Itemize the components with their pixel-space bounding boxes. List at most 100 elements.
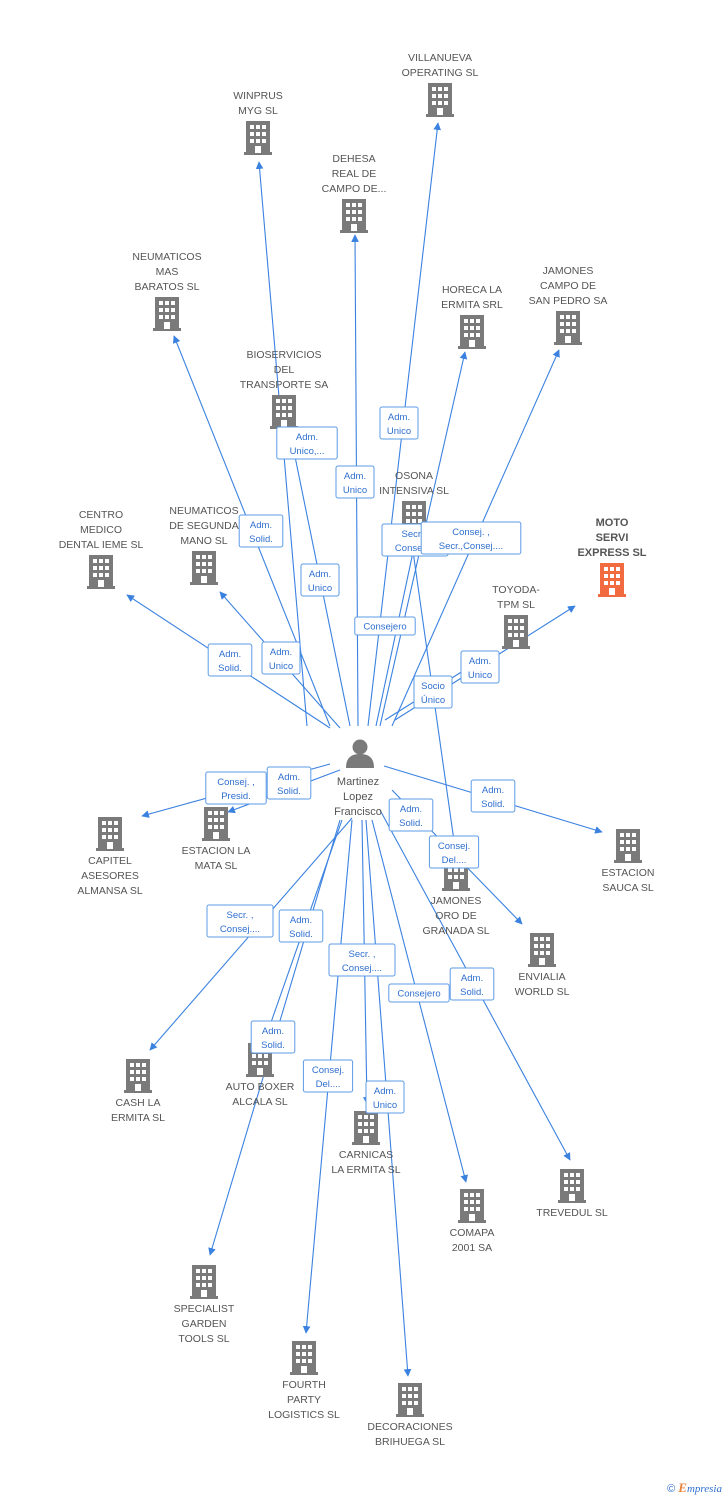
edge-label-comapa[interactable]: Consejero: [388, 983, 450, 1003]
edge-label-line: Adm.: [461, 973, 483, 984]
company-name-line: CAMPO DE: [540, 280, 596, 292]
company-name-line: LOGISTICS SL: [268, 1409, 340, 1421]
company-name-line: DEHESA: [332, 153, 375, 165]
edge-label-neumaticos-mas[interactable]: Adm.Solid.: [238, 514, 284, 548]
edge-label-line: Adm.: [219, 649, 241, 660]
edge-label-neumaticos-segunda[interactable]: Adm.Unico: [261, 641, 301, 675]
edge-label-line: Unico,...: [290, 446, 325, 457]
edge-label-carnicas[interactable]: Secr. ,Consej....: [328, 943, 396, 977]
edge-label-envialia[interactable]: Adm.Solid.: [388, 798, 434, 832]
edge-label-villanueva[interactable]: Adm.Unico: [379, 406, 419, 440]
edge-label-jamones-campo[interactable]: Consej. ,Secr.,Consej....: [420, 521, 522, 555]
edge-label-box: [428, 835, 480, 869]
edge-label-line: Adm.: [374, 1086, 396, 1097]
edge-label-box: [420, 521, 522, 555]
brand-footer[interactable]: © Empresia: [667, 1480, 722, 1496]
company-name-line: GARDEN: [182, 1318, 227, 1330]
building-icon: [502, 615, 530, 649]
edge-label-box: [261, 641, 301, 675]
building-icon: [340, 199, 368, 233]
brand-logo: Empresia: [678, 1480, 722, 1495]
company-name-line: ALCALA SL: [232, 1096, 288, 1108]
company-name-line: 2001 SA: [452, 1242, 492, 1254]
edge-label-line: Adm.: [262, 1026, 284, 1037]
company-name-line: BARATOS SL: [135, 281, 200, 293]
company-name-line: ORO DE: [435, 910, 476, 922]
edge-label-box: [207, 643, 253, 677]
center-node[interactable]: Martinez Lopez Francisco: [334, 739, 382, 819]
edge-label-jamones-oro[interactable]: Consej.Del....: [428, 835, 480, 869]
company-node-toyoda[interactable]: TOYODA-TPM SL: [492, 584, 540, 649]
edge-label-line: Consejero: [397, 989, 440, 1000]
edge-label-trevedul[interactable]: Adm.Solid.: [449, 967, 495, 1001]
company-name-line: ASESORES: [81, 870, 139, 882]
company-name-line: NEUMATICOS: [132, 251, 201, 263]
company-name-line: ALMANSA SL: [77, 885, 143, 897]
edge-label-specialist[interactable]: Adm.Solid.: [278, 909, 324, 943]
edge-label-bioservicios[interactable]: Adm.Unico: [300, 563, 340, 597]
edge-label-capitel[interactable]: Consej. ,Presid.: [205, 771, 267, 805]
edge-label-osona[interactable]: Consejero: [354, 616, 416, 636]
company-name-line: BRIHUEGA SL: [375, 1436, 445, 1448]
company-name-line: MYG SL: [238, 105, 278, 117]
edge-label-box: [266, 766, 312, 800]
edge-label-fourth-party[interactable]: Consej.Del....: [302, 1059, 354, 1093]
building-icon: [396, 1383, 424, 1417]
edge-label-dehesa[interactable]: Adm.Unico: [335, 465, 375, 499]
edge-label-line: Consejero: [363, 622, 406, 633]
company-name-line: CASH LA: [116, 1097, 161, 1109]
building-icon: [458, 1189, 486, 1223]
edge-label-decoraciones[interactable]: Adm.Unico: [365, 1080, 405, 1114]
company-name-line: MATA SL: [195, 860, 238, 872]
edge-label-estacion-sauca[interactable]: Adm.Solid.: [470, 779, 516, 813]
edge-label-estacion-mata[interactable]: Adm.Solid.: [266, 766, 312, 800]
edge-label-moto-servi[interactable]: Adm.Unico: [460, 650, 500, 684]
edge-label-centro-medico[interactable]: Adm.Solid.: [207, 643, 253, 677]
company-name-line: OSONA: [395, 470, 433, 482]
edge-label-winprus[interactable]: Adm.Unico,...: [276, 426, 338, 460]
person-name-line-2: Lopez: [343, 791, 373, 803]
edge-label-line: Consej....: [220, 924, 260, 935]
edge-label-line: Adm.: [388, 412, 410, 423]
edge-label-auto-boxer[interactable]: Adm.Solid.: [250, 1020, 296, 1054]
company-name-line: BIOSERVICIOS: [246, 349, 321, 361]
edge-label-box: [413, 675, 453, 709]
company-node-trevedul[interactable]: TREVEDUL SL: [536, 1169, 608, 1219]
building-icon: [458, 315, 486, 349]
edge-label-line: Unico: [308, 583, 332, 594]
edge-label-cash-ermita[interactable]: Secr. ,Consej....: [206, 904, 274, 938]
building-icon: [124, 1059, 152, 1093]
company-name-line: ERMITA SRL: [441, 299, 503, 311]
person-icon: [346, 739, 374, 768]
edge-label-line: Consej.: [312, 1065, 344, 1076]
edge-label-box: [276, 426, 338, 460]
company-name-line: SAUCA SL: [602, 882, 654, 894]
company-name-line: EXPRESS SL: [577, 547, 646, 559]
edge-label-line: Solid.: [481, 799, 505, 810]
